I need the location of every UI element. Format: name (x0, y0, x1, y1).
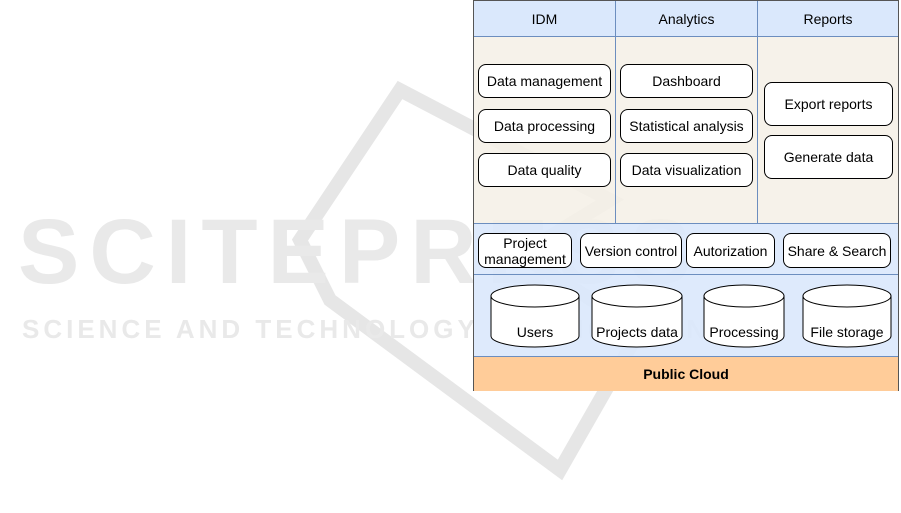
users-database-icon: Users (490, 284, 580, 348)
processing-database-icon: Processing (703, 284, 785, 348)
generate-data-box: Generate data (764, 135, 893, 179)
projects-data-label: Projects data (596, 324, 678, 340)
analytics-panel: Dashboard Statistical analysis Data visu… (616, 37, 758, 223)
projects-data-database-icon: Projects data (591, 284, 683, 348)
users-label: Users (516, 324, 554, 340)
statistical-analysis-box: Statistical analysis (620, 109, 753, 143)
dashboard-box: Dashboard (620, 64, 753, 98)
data-quality-box: Data quality (478, 153, 611, 187)
file-storage-database-icon: File storage (802, 284, 892, 348)
data-visualization-box: Data visualization (620, 153, 753, 187)
version-control-box: Version control (580, 233, 682, 268)
architecture-diagram: IDM Analytics Reports Data management Da… (473, 0, 899, 391)
storage-band: Users Projects data Processing File stor… (474, 275, 898, 357)
column-header-analytics: Analytics (616, 1, 758, 37)
column-header-reports: Reports (758, 1, 898, 37)
idm-panel: Data management Data processing Data qua… (474, 37, 616, 223)
services-band: Project management Version control Autor… (474, 223, 898, 275)
autorization-box: Autorization (686, 233, 775, 268)
processing-label: Processing (709, 324, 779, 340)
export-reports-box: Export reports (764, 82, 893, 126)
column-header-idm: IDM (474, 1, 616, 37)
share-search-box: Share & Search (783, 233, 891, 268)
public-cloud-band: Public Cloud (474, 357, 898, 391)
project-management-box: Project management (478, 233, 572, 268)
data-processing-box: Data processing (478, 109, 611, 143)
file-storage-label: File storage (810, 324, 884, 340)
data-management-box: Data management (478, 64, 611, 98)
reports-panel: Export reports Generate data (758, 37, 898, 223)
